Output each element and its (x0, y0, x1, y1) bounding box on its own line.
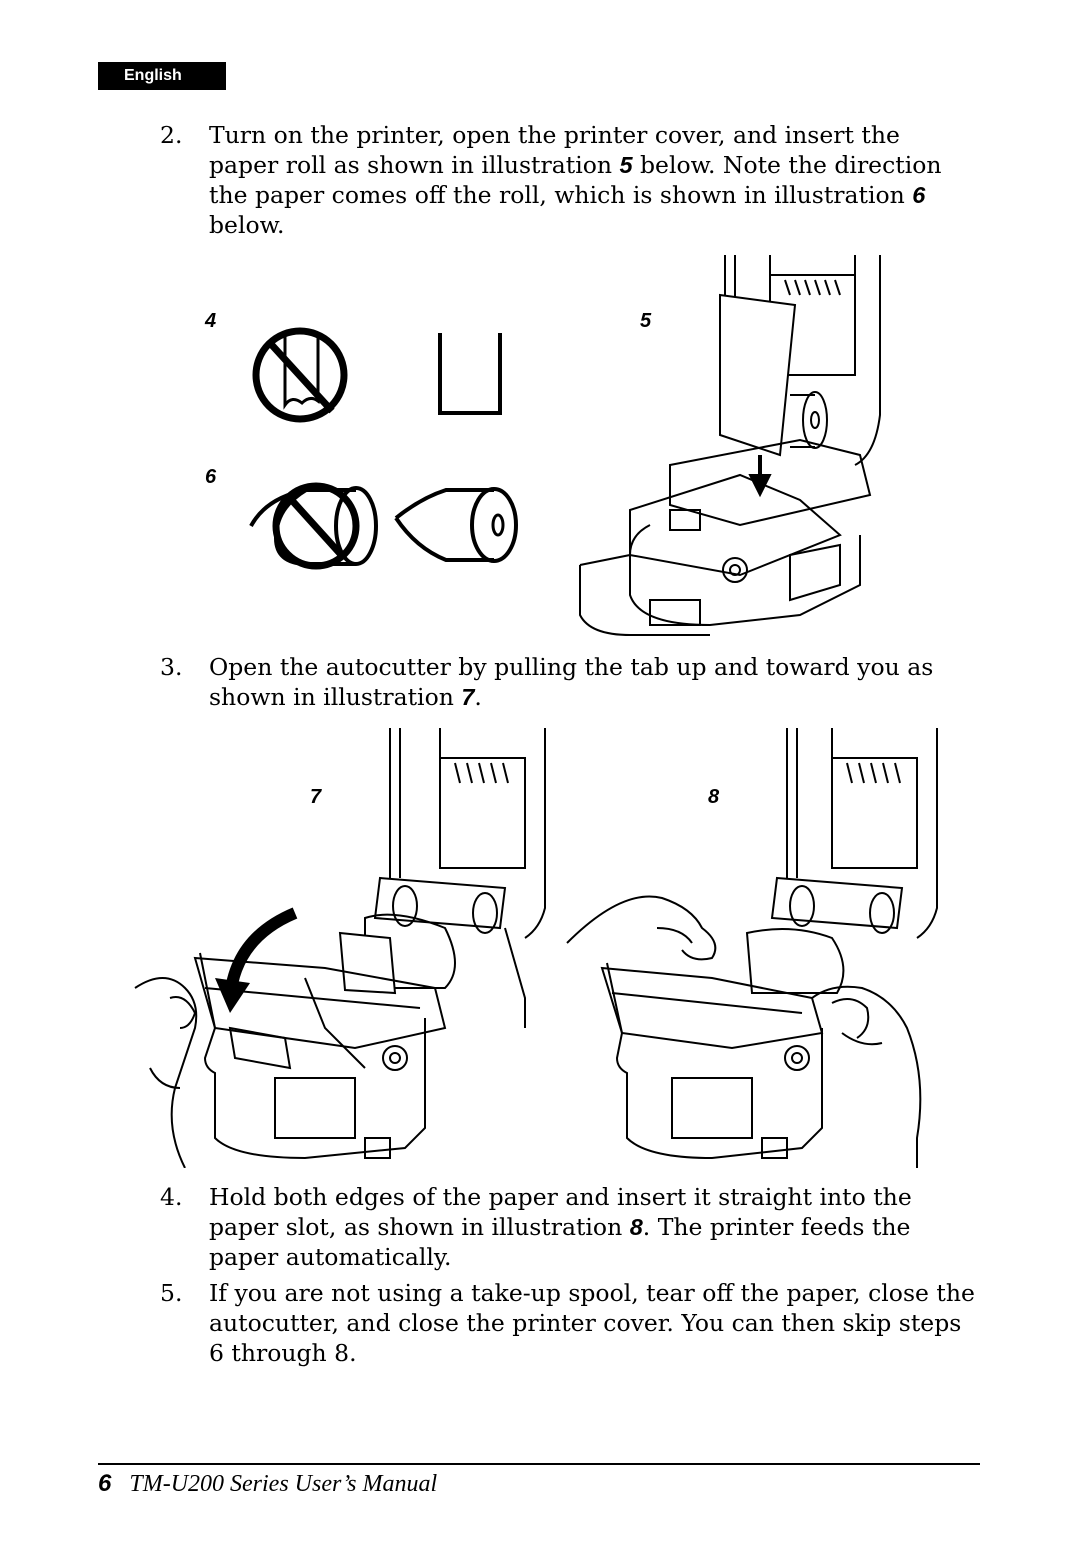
step-number: 3. (160, 653, 183, 681)
figure-8-label: 8 (708, 786, 720, 808)
step-number: 5. (160, 1279, 183, 1307)
illustration-ref: 7 (461, 684, 475, 710)
illustration-ref: 8 (629, 1214, 643, 1240)
page-number: 6 (98, 1470, 112, 1497)
step-text: Turn on the printer, open the printer co… (209, 121, 942, 239)
step-text: Hold both edges of the paper and insert … (209, 1183, 912, 1271)
page-footer: 6 TM-U200 Series User’s Manual (98, 1470, 437, 1498)
illustration-ref: 6 (912, 182, 926, 208)
figure-8-feed-paper-illustration (566, 728, 938, 1168)
language-tab: English (98, 62, 226, 90)
footer-rule (98, 1463, 980, 1465)
step-text: Open the autocutter by pulling the tab u… (209, 653, 934, 711)
figure-6-label: 6 (205, 466, 217, 488)
manual-title: TM-U200 Series User’s Manual (129, 1471, 438, 1497)
figure-7-label: 7 (310, 786, 322, 808)
step-number: 2. (160, 121, 183, 149)
figure-6-roll-direction-illustration (249, 482, 518, 570)
figure-4-paper-edge-illustration (252, 327, 502, 423)
figure-7-open-autocutter-illustration (134, 728, 546, 1168)
illustration-ref: 5 (619, 152, 633, 178)
step-number: 4. (160, 1183, 183, 1211)
figure-4-label: 4 (205, 310, 217, 332)
figure-5-label: 5 (640, 310, 652, 332)
step-text: If you are not using a take-up spool, te… (209, 1279, 975, 1367)
figure-5-printer-insert-roll-illustration (579, 255, 881, 636)
